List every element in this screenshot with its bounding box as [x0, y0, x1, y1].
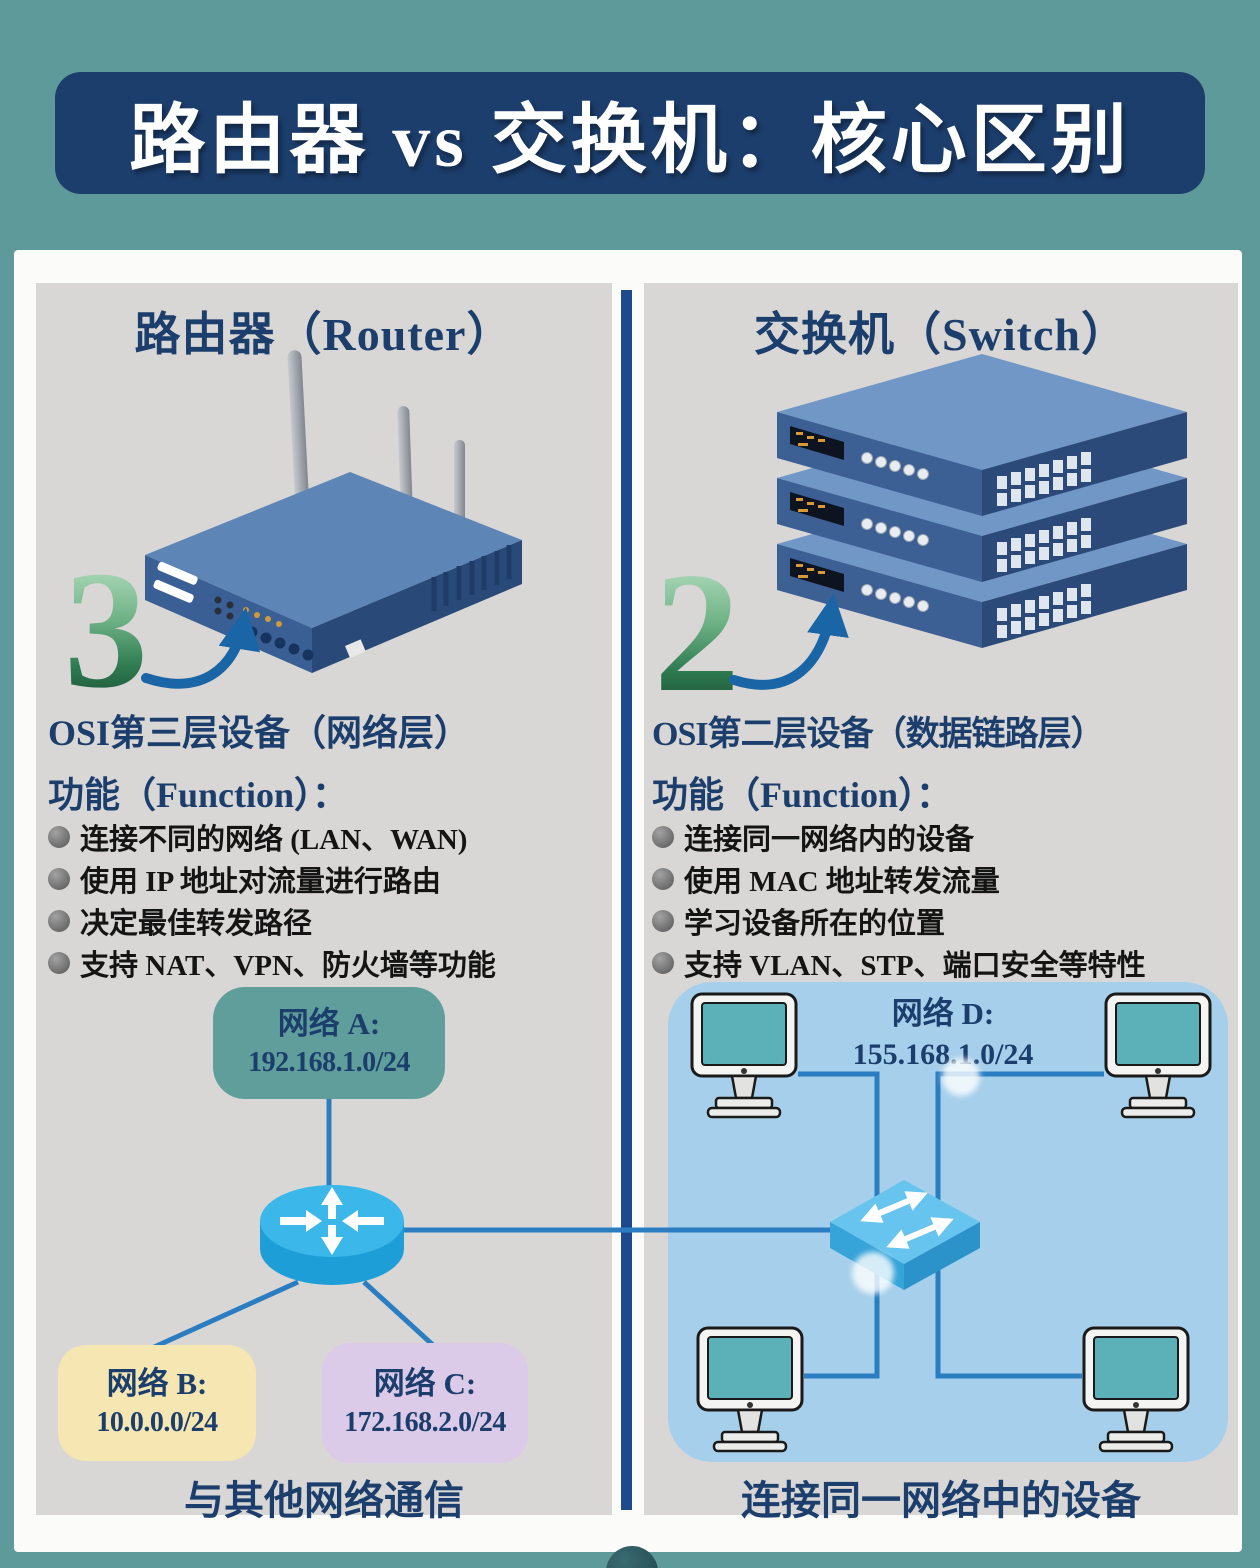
- list-item: 决定最佳转发路径: [48, 900, 610, 942]
- computer-icon: [696, 1326, 804, 1453]
- bullet-icon: [48, 910, 70, 932]
- network-d-label: 网络 D: 155.168.1.0/24: [852, 996, 1034, 1071]
- computer-icon: [690, 992, 798, 1119]
- bullet-icon: [48, 952, 70, 974]
- page-title: 路由器 vs 交换机：核心区别: [129, 99, 1131, 183]
- list-item: 使用 IP 地址对流量进行路由: [48, 858, 610, 900]
- switch-function-label: 功能（Function）：: [652, 775, 953, 815]
- router-title: 路由器（Router）: [134, 309, 514, 360]
- bullet-icon: [652, 868, 674, 890]
- switch-icon: [830, 1180, 980, 1290]
- switch-illustration: 2: [654, 353, 1188, 700]
- router-osi-label: OSI第三层设备（网络层）: [48, 713, 471, 753]
- router-function-label: 功能（Function）：: [48, 775, 349, 815]
- switch-step-number: 2: [654, 538, 740, 700]
- header-banner: 路由器 vs 交换机：核心区别: [55, 72, 1205, 194]
- bullet-icon: [652, 826, 674, 848]
- list-item: 支持 VLAN、STP、端口安全等特性: [652, 942, 1232, 984]
- switch-caption: 连接同一网络中的设备: [741, 1478, 1141, 1523]
- router-body: [145, 472, 522, 673]
- router-step-number: 3: [64, 537, 148, 700]
- network-c-box: 网络 C: 172.168.2.0/24: [322, 1343, 528, 1463]
- list-item: 学习设备所在的位置: [652, 900, 1232, 942]
- list-item: 连接不同的网络 (LAN、WAN): [48, 816, 610, 858]
- bullet-icon: [48, 826, 70, 848]
- watermark-blob: [852, 1252, 894, 1294]
- bullet-icon: [652, 952, 674, 974]
- network-a-box: 网络 A: 192.168.1.0/24: [213, 987, 445, 1099]
- router-caption: 与其他网络通信: [184, 1478, 464, 1523]
- computer-icon: [1104, 992, 1212, 1119]
- switch-title: 交换机（Switch）: [754, 309, 1128, 360]
- arrow-icon: [729, 593, 849, 690]
- list-item: 支持 NAT、VPN、防火墙等功能: [48, 942, 610, 984]
- arrow-icon: [141, 607, 261, 689]
- router-icon: [260, 1185, 404, 1285]
- router-illustration: 3: [64, 350, 522, 700]
- router-bullet-list: 连接不同的网络 (LAN、WAN) 使用 IP 地址对流量进行路由 决定最佳转发…: [48, 816, 610, 984]
- switch-bullet-list: 连接同一网络内的设备 使用 MAC 地址转发流量 学习设备所在的位置 支持 VL…: [652, 816, 1232, 984]
- watermark-blob: [942, 1058, 980, 1096]
- list-item: 使用 MAC 地址转发流量: [652, 858, 1232, 900]
- computer-icon: [1082, 1326, 1190, 1453]
- list-item: 连接同一网络内的设备: [652, 816, 1232, 858]
- network-b-box: 网络 B: 10.0.0.0/24: [58, 1345, 256, 1461]
- logo-icon: [606, 1546, 658, 1568]
- bullet-icon: [48, 868, 70, 890]
- switch-osi-label: OSI第二层设备（数据链路层）: [652, 716, 1105, 753]
- bullet-icon: [652, 910, 674, 932]
- column-divider: [621, 290, 632, 1510]
